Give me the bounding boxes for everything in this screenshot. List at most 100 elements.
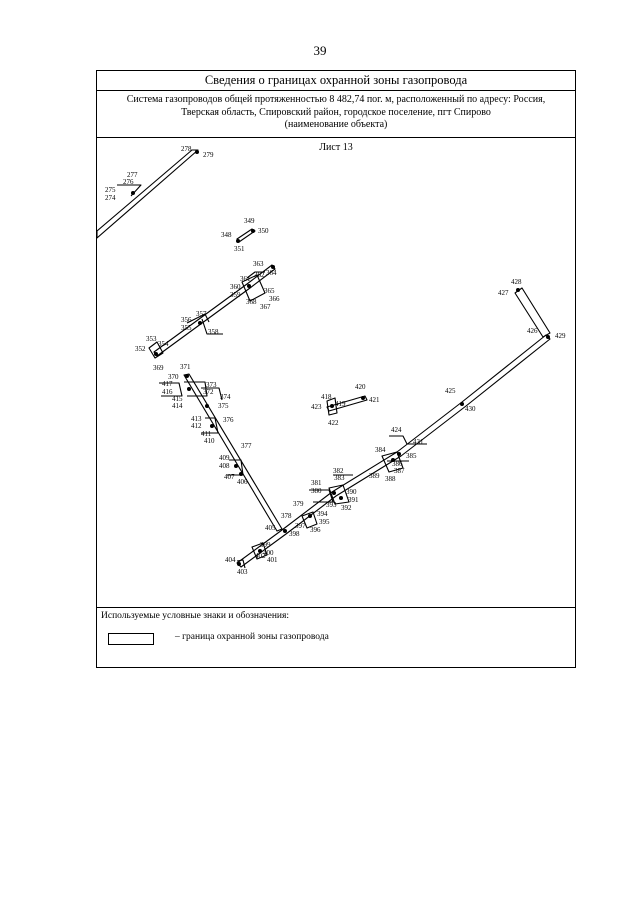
point-label-396: 396 — [310, 526, 321, 534]
point-label-413: 413 — [191, 415, 202, 423]
point-label-421: 421 — [369, 396, 380, 404]
map-point — [330, 404, 334, 408]
point-label-370: 370 — [168, 373, 179, 381]
point-label-354: 354 — [158, 340, 169, 348]
boundary-370-375 — [184, 381, 208, 397]
legend-symbol-protection-zone — [108, 633, 154, 645]
point-label-398: 398 — [289, 530, 300, 538]
sheet-label: Лист 13 — [319, 142, 353, 153]
point-label-383: 383 — [334, 474, 345, 482]
point-label-359: 359 — [230, 291, 241, 299]
point-label-430: 430 — [465, 405, 476, 413]
point-label-355: 355 — [181, 324, 192, 332]
point-label-360: 360 — [230, 283, 241, 291]
map-point — [251, 229, 255, 233]
point-label-381: 381 — [311, 479, 322, 487]
point-label-429: 429 — [555, 332, 566, 340]
point-label-349: 349 — [244, 217, 255, 225]
point-label-385: 385 — [406, 452, 417, 460]
point-label-352: 352 — [135, 345, 146, 353]
point-label-368: 368 — [246, 298, 257, 306]
point-label-388: 388 — [385, 475, 396, 483]
point-label-425: 425 — [445, 387, 456, 395]
point-label-276: 276 — [123, 178, 134, 186]
map-point — [185, 374, 189, 378]
map-point — [131, 191, 135, 195]
point-label-390: 390 — [346, 488, 357, 496]
point-label-401: 401 — [267, 556, 278, 564]
point-label-277: 277 — [127, 171, 138, 179]
point-label-415: 415 — [172, 395, 183, 403]
point-label-358: 358 — [208, 328, 219, 336]
point-label-274: 274 — [105, 194, 116, 202]
point-label-402: 402 — [255, 552, 266, 560]
point-label-361: 361 — [240, 275, 251, 283]
legend-item-text: – граница охранной зоны газопровода — [175, 632, 329, 642]
legend-title: Используемые условные знаки и обозначени… — [101, 611, 290, 621]
point-label-410: 410 — [204, 437, 215, 445]
point-label-395: 395 — [319, 518, 330, 526]
point-label-379: 379 — [293, 500, 304, 508]
map-point — [210, 424, 214, 428]
point-label-407: 407 — [224, 473, 235, 481]
map-point — [247, 284, 251, 288]
point-label-389: 389 — [369, 472, 380, 480]
point-label-406: 406 — [237, 478, 248, 486]
point-label-392: 392 — [341, 504, 352, 512]
map-point — [546, 335, 550, 339]
point-label-404: 404 — [225, 556, 236, 564]
map-area: Лист 13 — [97, 138, 575, 608]
point-label-420: 420 — [355, 383, 366, 391]
map-point — [187, 387, 191, 391]
map-point — [361, 396, 365, 400]
point-label-374: 374 — [220, 393, 231, 401]
point-label-416: 416 — [162, 388, 173, 396]
point-label-362: 362 — [254, 271, 265, 279]
point-label-414: 414 — [172, 402, 183, 410]
boundary-403-404 — [236, 559, 246, 569]
point-label-386: 386 — [392, 460, 403, 468]
point-label-412: 412 — [191, 422, 202, 430]
map-point — [239, 472, 243, 476]
point-label-357: 357 — [196, 310, 207, 318]
point-label-397: 397 — [295, 522, 306, 530]
boundary-424-431 — [389, 435, 427, 445]
boundary-380-393 — [328, 484, 350, 505]
map-point — [198, 321, 202, 325]
map-point — [195, 150, 199, 154]
point-label-350: 350 — [258, 227, 269, 235]
object-line-1: Система газопроводов общей протяженность… — [126, 94, 546, 105]
boundary-369-405 — [183, 373, 283, 532]
point-label-408: 408 — [219, 462, 230, 470]
point-label-409: 409 — [219, 454, 230, 462]
page-number: 39 — [313, 43, 327, 58]
map-point — [258, 549, 262, 553]
point-label-278: 278 — [181, 145, 192, 153]
point-label-375: 375 — [218, 402, 229, 410]
point-label-422: 422 — [328, 419, 339, 427]
point-label-399: 399 — [260, 541, 271, 549]
point-label-387: 387 — [394, 467, 405, 475]
document-title: Сведения о границах охранной зоны газопр… — [97, 71, 575, 91]
map-point — [154, 352, 158, 356]
point-label-279: 279 — [203, 151, 214, 159]
point-label-418: 418 — [321, 393, 332, 401]
boundary-413-410 — [201, 417, 219, 434]
point-label-427: 427 — [498, 289, 509, 297]
object-line-3: (наименование объекта) — [284, 119, 388, 130]
point-label-373: 373 — [206, 381, 217, 389]
document-frame: Сведения о границах охранной зоны газопр… — [96, 70, 576, 668]
map-point — [460, 402, 464, 406]
map-point — [236, 239, 240, 243]
boundary-399-402 — [251, 542, 268, 560]
point-label-394: 394 — [317, 510, 328, 518]
boundary-394-397 — [301, 511, 318, 529]
boundary-415-417 — [159, 382, 183, 397]
point-label-400: 400 — [263, 549, 274, 557]
boundary-276-277 — [117, 184, 142, 197]
point-label-353: 353 — [146, 335, 157, 343]
boundary-274-279 — [97, 149, 199, 239]
point-label-356: 356 — [181, 316, 192, 324]
point-label-428: 428 — [511, 278, 522, 286]
point-label-372: 372 — [203, 388, 214, 396]
